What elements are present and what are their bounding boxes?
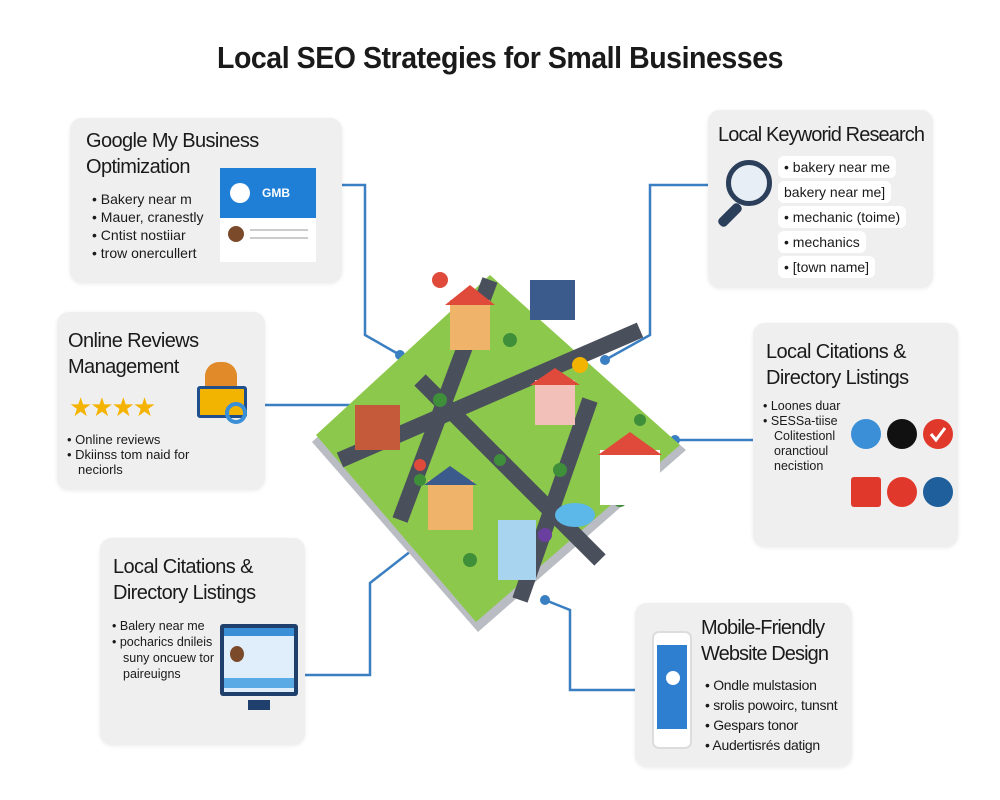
keyword-item: bakery near me] bbox=[778, 181, 892, 203]
bullet: pocharics dnileis bbox=[112, 634, 214, 650]
smartphone-icon bbox=[652, 631, 692, 749]
card-title-line1: Local Citations & bbox=[766, 341, 906, 363]
card-title-line2: Management bbox=[68, 356, 179, 378]
avatar bbox=[228, 226, 244, 242]
bullet: Ondle mulstasion bbox=[705, 675, 837, 695]
listing-icon bbox=[851, 477, 881, 507]
user-pin-icon bbox=[887, 477, 917, 507]
card-title-line2: Website Design bbox=[701, 643, 829, 665]
card-title-line1: Mobile-Friendly bbox=[701, 617, 825, 639]
bullet: Mauer, cranestly bbox=[92, 208, 204, 226]
card-title-line2: Optimization bbox=[86, 156, 191, 178]
review-card-icon bbox=[197, 362, 249, 432]
card-local-citations-left: Local Citations & Directory Listings Bal… bbox=[100, 538, 305, 745]
checkmark-icon bbox=[923, 419, 953, 449]
profile-icon bbox=[923, 477, 953, 507]
bullet-continuation: paireuigns bbox=[123, 667, 181, 681]
card-gmb-optimization: Google My Business Optimization Bakery n… bbox=[70, 118, 342, 283]
card-title-line1: Google My Business bbox=[86, 130, 259, 152]
bullet-continuation: suny oncuew tor bbox=[123, 651, 215, 665]
gmb-profile-card-icon: GMB bbox=[220, 168, 316, 262]
card-local-citations-right: Local Citations & Directory Listings Loo… bbox=[753, 323, 958, 547]
bullet: Gespars tonor bbox=[705, 715, 837, 735]
bullet: Online reviews bbox=[67, 432, 189, 447]
bullet-continuation: oranctioul bbox=[774, 444, 829, 458]
card-title: Local Keyworid Research bbox=[718, 124, 925, 146]
gmb-badge: GMB bbox=[262, 186, 290, 200]
chat-icon bbox=[887, 419, 917, 449]
card-online-reviews: Online Reviews Management ★★★★ Online re… bbox=[57, 312, 265, 490]
card-title-line2: Directory Listings bbox=[766, 367, 909, 389]
city-map-illustration bbox=[312, 272, 686, 632]
keyword-item: • mechanic (toime) bbox=[778, 206, 907, 228]
keyword-item: • [town name] bbox=[778, 256, 876, 278]
card-title-line2: Directory Listings bbox=[113, 582, 256, 604]
bullet: srolis powoirc, tunsnt bbox=[705, 695, 837, 715]
bullet-continuation: neciorls bbox=[78, 462, 123, 477]
bullet: Balery near me bbox=[112, 618, 214, 634]
keyword-list: • bakery near me bakery near me] • mecha… bbox=[778, 156, 907, 281]
page-title: Local SEO Strategies for Small Businesse… bbox=[216, 40, 784, 75]
card-keyword-research: Local Keyworid Research • bakery near me… bbox=[708, 110, 933, 288]
keyword-item: • mechanics bbox=[778, 231, 866, 253]
bullet-continuation: Colitestionl bbox=[774, 429, 836, 443]
store-icon bbox=[230, 183, 250, 203]
card-mobile-friendly: Mobile-Friendly Website Design Ondle mul… bbox=[635, 603, 852, 767]
bullet: Dkiinss tom naid for bbox=[67, 447, 189, 462]
bullet: SESSa-tiise bbox=[763, 414, 840, 429]
keyword-item: • bakery near me bbox=[778, 156, 897, 178]
card-title-line1: Online Reviews bbox=[68, 330, 199, 352]
bullet: Loones duar bbox=[763, 399, 841, 414]
bullet-continuation: necistion bbox=[774, 459, 824, 473]
bullet: trow onercullert bbox=[92, 244, 204, 262]
bullet: Cntist nostiiar bbox=[92, 226, 204, 244]
star-rating: ★★★★ bbox=[69, 392, 156, 422]
card-title-line1: Local Citations & bbox=[113, 556, 253, 578]
desktop-monitor-icon bbox=[220, 624, 298, 710]
bullet: Audertisrés datign bbox=[705, 735, 837, 755]
directory-icon bbox=[851, 419, 881, 449]
magnifying-glass-icon bbox=[716, 160, 776, 229]
bullet: Bakery near m bbox=[92, 190, 204, 208]
